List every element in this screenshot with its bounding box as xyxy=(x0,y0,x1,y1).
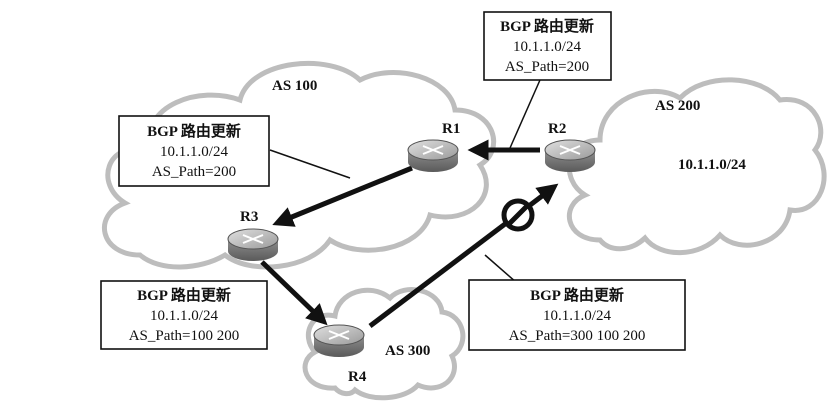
update-box-r3-to-r4: BGP 路由更新 10.1.1.0/24 AS_Path=100 200 xyxy=(100,280,268,350)
update-prefix: 10.1.1.0/24 xyxy=(513,39,581,55)
as300-cloud: AS 300 xyxy=(302,287,466,401)
update-as-path: AS_Path=300 100 200 xyxy=(509,328,646,344)
router-icon xyxy=(407,139,459,172)
arrow-r1-to-r3 xyxy=(272,165,413,227)
as100-label: AS 100 xyxy=(272,78,317,94)
update-box-r1-to-r3: BGP 路由更新 10.1.1.0/24 AS_Path=200 xyxy=(118,115,270,187)
update-as-path: AS_Path=200 xyxy=(152,164,236,180)
update-prefix: 10.1.1.0/24 xyxy=(160,144,228,160)
router-r2-label: R2 xyxy=(548,121,566,137)
router-icon xyxy=(544,139,596,172)
update-title: BGP 路由更新 xyxy=(500,17,594,35)
router-r1-label: R1 xyxy=(442,121,460,137)
arrow-r3-to-r4 xyxy=(260,260,328,326)
update-box-r4-to-r2: BGP 路由更新 10.1.1.0/24 AS_Path=300 100 200 xyxy=(468,279,686,351)
router-r3[interactable]: R3 xyxy=(227,209,279,261)
router-r2[interactable]: R2 xyxy=(544,121,596,172)
update-title: BGP 路由更新 xyxy=(137,286,231,304)
update-as-path: AS_Path=200 xyxy=(505,59,589,75)
as200-prefix: 10.1.1.0/24 xyxy=(678,157,746,173)
no-entry-icon xyxy=(501,198,535,232)
as200-label: AS 200 xyxy=(655,98,700,114)
update-prefix: 10.1.1.0/24 xyxy=(150,308,218,324)
leader-r1-to-r3 xyxy=(269,149,351,179)
update-title: BGP 路由更新 xyxy=(530,286,624,304)
update-as-path: AS_Path=100 200 xyxy=(129,328,240,344)
router-r4[interactable]: R4 xyxy=(313,324,367,385)
router-icon xyxy=(313,324,365,357)
update-title: BGP 路由更新 xyxy=(147,122,241,140)
update-box-r2-to-r1: BGP 路由更新 10.1.1.0/24 AS_Path=200 xyxy=(483,11,612,81)
update-prefix: 10.1.1.0/24 xyxy=(543,308,611,324)
router-r1[interactable]: R1 xyxy=(407,121,460,172)
leader-r2-to-r1 xyxy=(509,79,541,149)
as300-label: AS 300 xyxy=(385,343,430,359)
router-r4-label: R4 xyxy=(348,369,367,385)
router-r3-label: R3 xyxy=(240,209,258,225)
as200-cloud: AS 200 10.1.1.0/24 xyxy=(566,77,827,256)
router-icon xyxy=(227,228,279,261)
